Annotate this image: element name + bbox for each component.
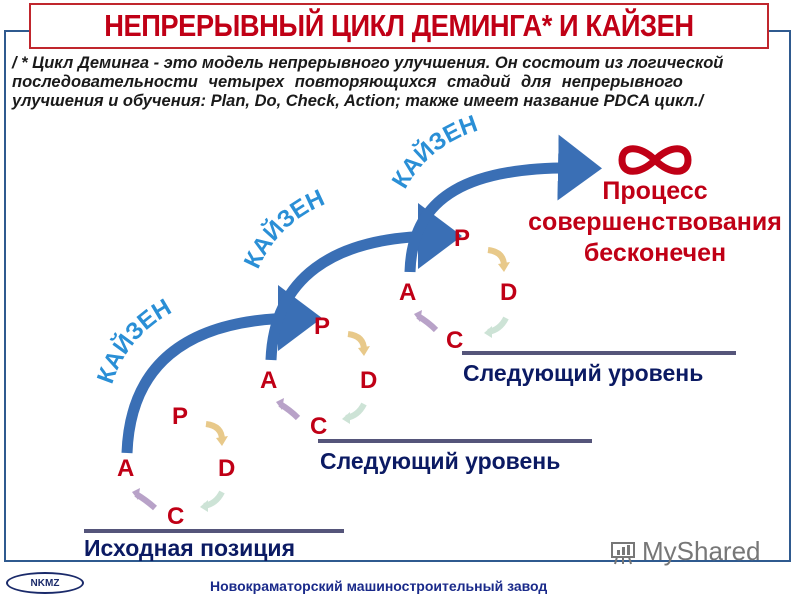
kaizen-arrow-2 xyxy=(265,203,462,361)
goal-line-1: Процесс xyxy=(602,177,708,205)
pdca-cycle-1-arrows xyxy=(132,421,228,512)
pdca-cycle-2-arrows xyxy=(276,331,370,424)
footer: NKMZ Новокраматорский машиностроительный… xyxy=(0,568,800,600)
goal-line-2: совершенствования xyxy=(528,208,782,236)
cycle-3-plan: P xyxy=(454,225,470,252)
description: / * Цикл Деминга - это модель непрерывно… xyxy=(12,54,787,111)
goal-text: Процесс совершенствования бесконечен xyxy=(520,176,790,269)
company-logo: NKMZ xyxy=(6,572,84,594)
goal-line-3: бесконечен xyxy=(583,239,727,267)
kaizen-label-2: КАЙЗЕН xyxy=(239,184,329,272)
cycle-1-do: D xyxy=(218,455,235,482)
cycle-2-do: D xyxy=(360,367,377,394)
level-start-label: Исходная позиция xyxy=(84,535,295,561)
level-next-2-label: Следующий уровень xyxy=(463,360,704,386)
description-line: последовательности четырех повторяющихся… xyxy=(12,73,683,91)
watermark: MyShared xyxy=(608,536,761,567)
cycle-3-do: D xyxy=(500,279,517,306)
kaizen-arrow-3 xyxy=(404,134,602,273)
watermark-text: MyShared xyxy=(642,536,761,566)
kaizen-arrow-1 xyxy=(121,285,322,454)
description-line: / * Цикл Деминга - это модель непрерывно… xyxy=(12,54,724,72)
cycle-1-plan: P xyxy=(172,403,188,430)
level-next-1-label: Следующий уровень xyxy=(320,448,561,474)
logo-text: NKMZ xyxy=(30,577,60,589)
kaizen-label-1: КАЙЗЕН xyxy=(92,294,176,387)
presentation-chart-icon xyxy=(611,541,635,564)
cycle-2-check: C xyxy=(310,413,327,440)
infinity-icon xyxy=(618,145,692,175)
description-line: улучшения и обучения: Plan, Do, Check, A… xyxy=(12,92,704,110)
page-title: НЕПРЕРЫВНЫЙ ЦИКЛ ДЕМИНГА* И КАЙЗЕН xyxy=(104,8,694,43)
cycle-3-check: C xyxy=(446,327,463,354)
cycle-2-act: A xyxy=(260,367,277,394)
cycle-1-act: A xyxy=(117,455,134,482)
title-box: НЕПРЕРЫВНЫЙ ЦИКЛ ДЕМИНГА* И КАЙЗЕН xyxy=(29,3,769,49)
company-name: Новокраматорский машиностроительный заво… xyxy=(210,578,548,594)
cycle-2-plan: P xyxy=(314,313,330,340)
pdca-cycle-3-arrows xyxy=(414,247,510,338)
cycle-1-check: C xyxy=(167,503,184,530)
cycle-3-act: A xyxy=(399,279,416,306)
